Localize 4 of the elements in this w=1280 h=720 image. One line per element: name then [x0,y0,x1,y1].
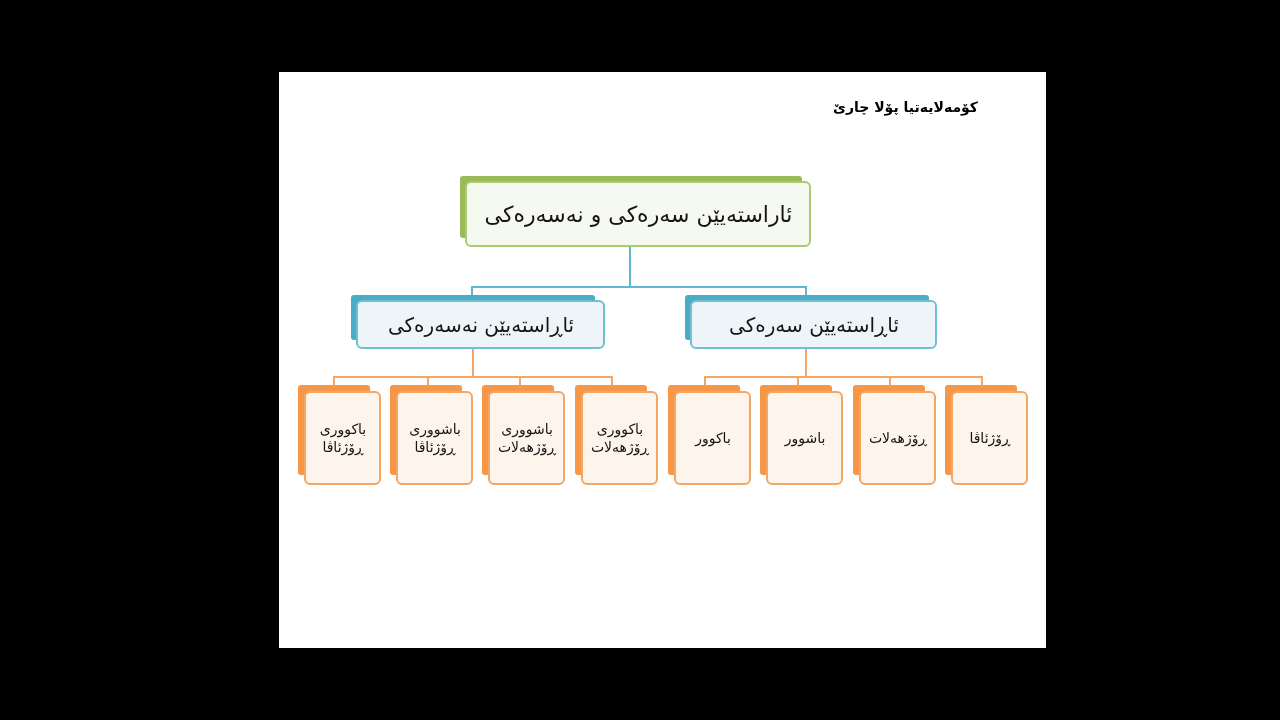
connector-line [333,348,474,386]
connector-line [704,348,807,386]
connector-line [471,246,631,296]
slide-title: کۆمەلایەتیا پۆلا چارێ [833,99,978,115]
